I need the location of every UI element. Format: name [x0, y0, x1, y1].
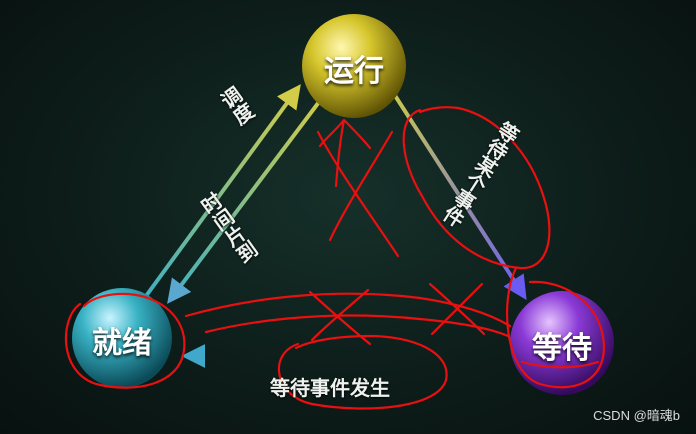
annotation-circle-bottom-label — [277, 334, 448, 410]
annotation-cross-top — [316, 130, 400, 258]
node-running-label: 运行 — [324, 54, 384, 89]
node-running — [302, 14, 406, 118]
node-ready-label: 就绪 — [92, 326, 152, 361]
arrow-running-to-ready — [167, 96, 324, 304]
annotation-curve-lower — [204, 314, 510, 338]
watermark: CSDN @暗魂b — [593, 408, 680, 423]
annotation-strike-waiting — [520, 360, 600, 369]
annotation-arrow-up — [318, 118, 372, 188]
annotation-circle-ready — [64, 292, 186, 389]
red-annotations — [64, 106, 605, 410]
arrow-running-to-waiting — [392, 92, 527, 301]
node-waiting-label: 等待 — [532, 331, 592, 366]
annotation-circle-waiting-node — [505, 266, 605, 389]
annotation-cross-right — [428, 282, 486, 336]
node-ready — [72, 288, 172, 388]
annotation-circle-waiting-label — [402, 106, 551, 270]
arrow-ready-to-running — [144, 84, 301, 298]
node-waiting — [510, 291, 614, 395]
annotation-curve-ready-to-waiting — [184, 292, 512, 328]
edge-label-event-occurs: 等待事件发生 — [270, 376, 390, 400]
